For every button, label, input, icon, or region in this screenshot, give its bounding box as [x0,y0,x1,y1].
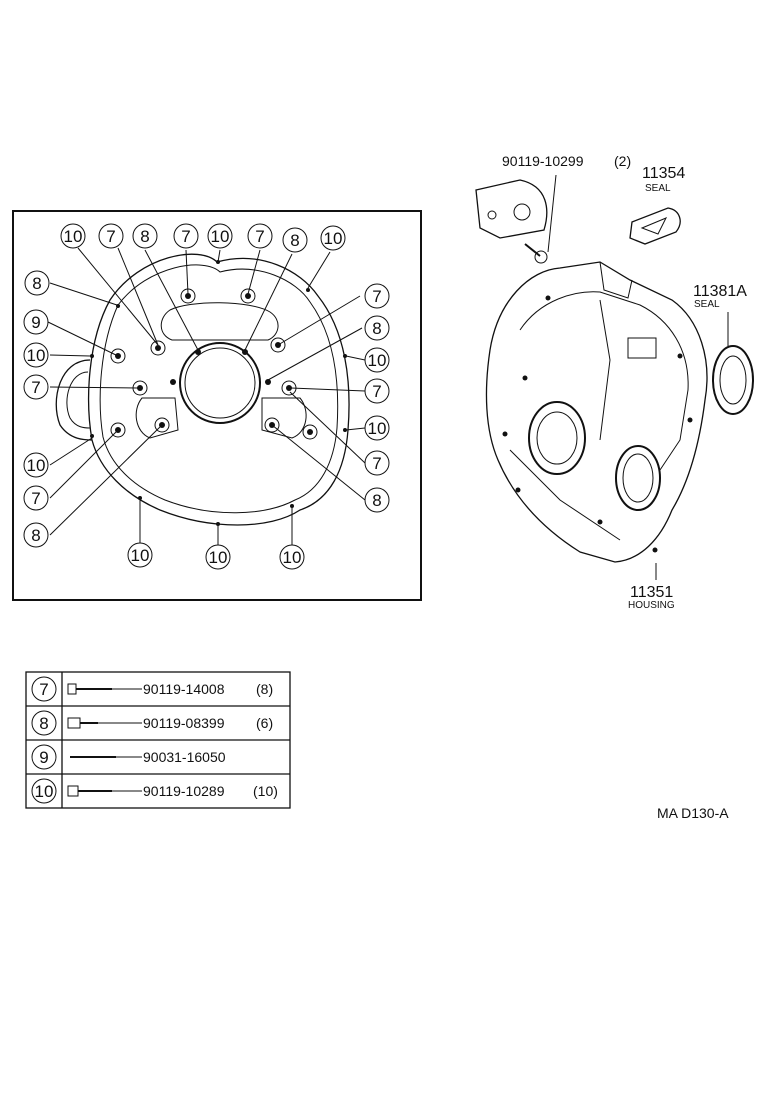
callout-c25: 10 [279,544,305,570]
callout-c15: 8 [23,522,49,548]
svg-text:10: 10 [324,229,343,248]
callout-c22: 8 [364,487,390,513]
callout-c8: 10 [320,225,346,251]
svg-text:8: 8 [290,231,299,250]
svg-text:8: 8 [372,491,381,510]
svg-text:7: 7 [255,227,264,246]
callout-c13: 10 [23,452,49,478]
callout-c5: 10 [207,223,233,249]
legend-row-8: 8 90119-08399 (6) [31,710,273,736]
callout-c3: 8 [132,223,158,249]
callout-c4: 7 [173,223,199,249]
callout-c19: 7 [364,378,390,404]
bolt-pattern-inset: 10 7 8 7 10 7 8 10 8 9 10 7 10 7 8 7 8 1… [12,210,422,601]
svg-text:10: 10 [368,419,387,438]
legend-row-10: 10 90119-10289 (10) [31,778,278,804]
legend-part-10: 90119-10289 [143,783,225,799]
svg-text:10: 10 [283,548,302,567]
svg-text:9: 9 [39,748,48,767]
svg-text:10: 10 [209,548,228,567]
housing-part-no: 11351 [630,584,673,601]
bracket-bolt-qty: (2) [614,153,631,169]
bracket-bolt-drawing: 90119-10299 (2) [475,153,631,264]
svg-text:10: 10 [211,227,230,246]
legend-part-9: 90031-16050 [143,749,226,765]
svg-text:7: 7 [372,454,381,473]
seal-top-label: SEAL [645,183,671,194]
legend-part-7: 90119-14008 [143,681,225,697]
callout-c16: 7 [364,283,390,309]
svg-text:8: 8 [31,526,40,545]
svg-text:10: 10 [368,351,387,370]
bolt-legend-table: 7 90119-14008 (8) 8 90119-08399 (6) 9 90… [25,671,291,809]
seal-right-label: SEAL [694,299,720,310]
svg-text:9: 9 [31,313,40,332]
svg-text:10: 10 [64,227,83,246]
svg-text:7: 7 [39,680,48,699]
callout-c6: 7 [247,223,273,249]
callout-c23: 10 [127,542,153,568]
svg-text:10: 10 [35,782,54,801]
callout-c12: 7 [23,374,49,400]
svg-text:8: 8 [39,714,48,733]
legend-qty-10: (10) [253,783,278,799]
svg-text:7: 7 [372,287,381,306]
callout-c1: 10 [60,223,86,249]
svg-text:8: 8 [140,227,149,246]
svg-text:10: 10 [27,346,46,365]
legend-row-7: 7 90119-14008 (8) [31,676,273,702]
housing-drawing: 11351 HOUSING [485,261,708,611]
callout-c7: 8 [282,227,308,253]
callout-c11: 10 [23,342,49,368]
seal-11381a-drawing: 11381A SEAL [693,283,754,415]
legend-qty-8: (6) [256,715,273,731]
bracket-bolt-part-no: 90119-10299 [502,153,584,169]
diagram-reference-code: MA D130-A [657,805,729,821]
svg-text:8: 8 [32,274,41,293]
svg-text:7: 7 [31,378,40,397]
legend-part-8: 90119-08399 [143,715,225,731]
svg-text:10: 10 [131,546,150,565]
callout-c20: 10 [364,415,390,441]
legend-qty-7: (8) [256,681,273,697]
callout-c2: 7 [98,223,124,249]
seal-right-part-no: 11381A [693,283,747,300]
callout-markers: 10 7 8 7 10 7 8 10 8 9 10 7 10 7 8 7 8 1… [23,223,390,570]
seal-11354-drawing: 11354 SEAL [629,165,685,245]
svg-text:7: 7 [372,382,381,401]
callout-c24: 10 [205,544,231,570]
svg-text:7: 7 [31,489,40,508]
callout-c21: 7 [364,450,390,476]
svg-text:7: 7 [181,227,190,246]
svg-text:8: 8 [372,319,381,338]
callout-c14: 7 [23,485,49,511]
legend-row-9: 9 90031-16050 [31,744,226,770]
svg-text:7: 7 [106,227,115,246]
callout-c9: 8 [24,270,50,296]
callout-c17: 8 [364,315,390,341]
seal-top-part-no: 11354 [642,165,685,182]
housing-label: HOUSING [628,600,675,611]
callout-c10: 9 [23,309,49,335]
svg-text:10: 10 [27,456,46,475]
callout-c18: 10 [364,347,390,373]
